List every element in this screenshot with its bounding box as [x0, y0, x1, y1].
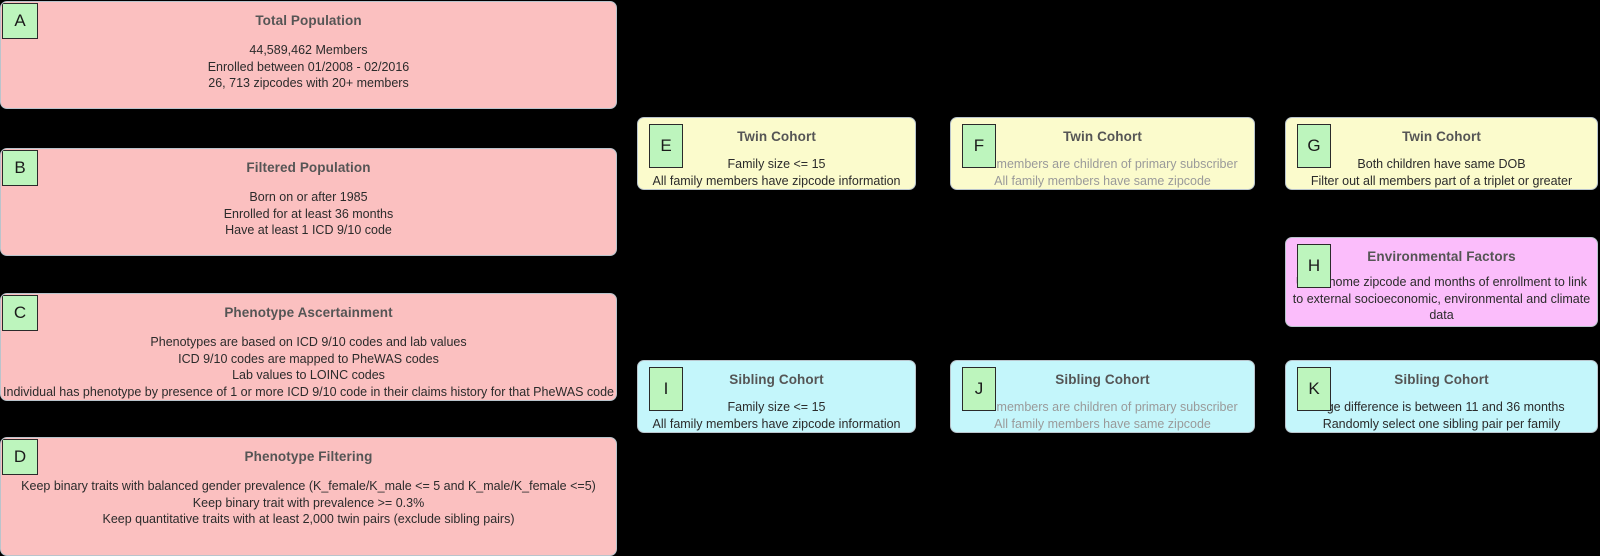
box-body-b: Born on or after 1985 Enrolled for at le…	[223, 190, 394, 237]
box-title-j: Sibling Cohort	[1055, 372, 1150, 387]
flow-box-h-environmental-factors[interactable]: H Environmental Factors Used home zipcod…	[1285, 237, 1598, 327]
box-badge-i: I	[649, 367, 683, 411]
flow-box-a-total-population[interactable]: A Total Population 44,589,462 Members En…	[0, 1, 617, 109]
box-title-d: Phenotype Filtering	[244, 449, 373, 464]
box-body-i: Family size <= 15 All family members hav…	[652, 400, 901, 431]
box-body-d: Keep binary traits with balanced gender …	[21, 479, 596, 526]
box-badge-f: F	[962, 124, 996, 168]
box-badge-k: K	[1297, 367, 1331, 411]
box-body-j: Both members are children of primary sub…	[967, 400, 1238, 431]
box-title-i: Sibling Cohort	[729, 372, 824, 387]
box-body-a: 44,589,462 Members Enrolled between 01/2…	[207, 43, 410, 90]
flow-box-j-sibling-cohort[interactable]: J Sibling Cohort Both members are childr…	[950, 360, 1255, 433]
box-badge-a: A	[2, 3, 38, 39]
flow-box-b-filtered-population[interactable]: B Filtered Population Born on or after 1…	[0, 148, 617, 256]
box-badge-e: E	[649, 124, 683, 168]
box-body-g: Both children have same DOB Filter out a…	[1310, 157, 1573, 188]
flow-box-g-twin-cohort[interactable]: G Twin Cohort Both children have same DO…	[1285, 117, 1598, 190]
box-body-h: Used home zipcode and months of enrollme…	[1292, 275, 1591, 322]
box-body-c: Phenotypes are based on ICD 9/10 codes a…	[3, 335, 614, 399]
box-title-a: Total Population	[255, 13, 362, 28]
box-title-k: Sibling Cohort	[1394, 372, 1489, 387]
box-badge-c: C	[2, 295, 38, 331]
box-title-f: Twin Cohort	[1063, 129, 1142, 144]
flow-box-c-phenotype-ascertainment[interactable]: C Phenotype Ascertainment Phenotypes are…	[0, 293, 617, 401]
box-badge-h: H	[1297, 244, 1331, 288]
box-badge-d: D	[2, 439, 38, 475]
flow-box-e-twin-cohort[interactable]: E Twin Cohort Family size <= 15 All fami…	[637, 117, 916, 190]
box-badge-b: B	[2, 150, 38, 186]
box-title-h: Environmental Factors	[1367, 249, 1516, 264]
flow-box-d-phenotype-filtering[interactable]: D Phenotype Filtering Keep binary traits…	[0, 437, 617, 556]
box-title-b: Filtered Population	[246, 160, 371, 175]
box-title-g: Twin Cohort	[1402, 129, 1481, 144]
box-title-c: Phenotype Ascertainment	[224, 305, 393, 320]
box-badge-j: J	[962, 367, 996, 411]
box-body-f: Both members are children of primary sub…	[967, 157, 1238, 188]
flow-box-k-sibling-cohort[interactable]: K Sibling Cohort Age difference is betwe…	[1285, 360, 1598, 433]
box-title-e: Twin Cohort	[737, 129, 816, 144]
box-badge-g: G	[1297, 124, 1331, 168]
flow-box-f-twin-cohort[interactable]: F Twin Cohort Both members are children …	[950, 117, 1255, 190]
flow-box-i-sibling-cohort[interactable]: I Sibling Cohort Family size <= 15 All f…	[637, 360, 916, 433]
box-body-k: Age difference is between 11 and 36 mont…	[1318, 400, 1565, 431]
box-body-e: Family size <= 15 All family members hav…	[652, 157, 901, 188]
